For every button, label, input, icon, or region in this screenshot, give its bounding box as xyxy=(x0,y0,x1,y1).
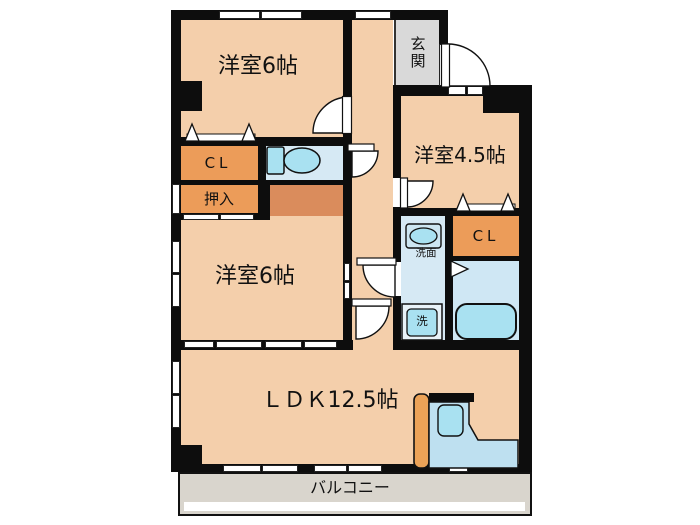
door-leaf-washroom xyxy=(356,257,397,266)
window-left-bedroom-mid-1 xyxy=(172,241,180,273)
wall-bedroom-right-bottom xyxy=(393,208,519,216)
wall-closet-right-bottom xyxy=(453,256,519,261)
bedroom-mid-sliding-door-1 xyxy=(344,263,350,281)
bathtub-icon xyxy=(455,303,517,340)
washer-icon xyxy=(406,308,438,337)
wall-pillar-bedroom-top xyxy=(181,81,202,111)
window-left-bedroom-mid-2 xyxy=(172,274,180,307)
door-arc-ldk xyxy=(355,305,390,340)
ldk-label: ＬＤＫ12.5帖 xyxy=(261,388,399,413)
closet-left-label: CL xyxy=(204,153,232,172)
oshiire-floor xyxy=(181,185,258,213)
door-arc-bedroom-right xyxy=(406,180,434,208)
wall-entrance-bottom xyxy=(393,85,448,96)
bedroom-mid-floor xyxy=(181,216,343,340)
wall-hall-washroom-lower xyxy=(393,296,401,348)
door-leaf-entrance xyxy=(440,43,451,88)
wall-top-exterior xyxy=(171,10,448,20)
wall-notch-bedroom-right xyxy=(483,96,526,113)
entrance-floor xyxy=(394,20,439,85)
washstand-basin-icon xyxy=(409,227,438,245)
closet-right-label: CL xyxy=(472,226,500,245)
window-ldk-bottom-1 xyxy=(223,465,261,472)
wall-wet-area-bottom xyxy=(393,340,519,350)
entrance-label: 玄関 xyxy=(408,36,427,70)
door-arc-entrance xyxy=(447,43,491,87)
door-arc-toilet xyxy=(351,150,379,178)
wall-closet-toilet-divider xyxy=(258,142,266,184)
bedroom-mid-label: 洋室6帖 xyxy=(215,264,295,289)
bedroom-top-label: 洋室6帖 xyxy=(218,54,298,79)
wall-center-vertical xyxy=(343,133,352,341)
closet-left-fold-marker-2 xyxy=(241,122,257,142)
wall-oshiire-right-block xyxy=(258,180,270,220)
closet-right-fold-marker-1 xyxy=(455,192,471,212)
wall-entrance-right-upper xyxy=(439,10,448,46)
closet-left-floor xyxy=(181,146,258,180)
window-ldk-bottom-2 xyxy=(262,465,298,472)
door-leaf-toilet xyxy=(347,143,375,152)
door-leaf-ldk xyxy=(351,298,392,307)
wall-right-exterior xyxy=(519,96,532,472)
window-left-ldk-1 xyxy=(172,361,180,394)
bedroom-mid-sliding-door-2 xyxy=(344,282,350,299)
wall-topright-exterior xyxy=(439,85,532,96)
window-ldk-bottom-3 xyxy=(314,465,347,472)
wall-hall-washroom-upper xyxy=(393,207,401,262)
ldk-sliding-panel-4 xyxy=(304,341,337,348)
window-top-2 xyxy=(261,11,302,19)
oshiire-sliding-door-2 xyxy=(220,214,254,220)
window-ldk-bottom-4 xyxy=(348,465,382,472)
ldk-sliding-panel-2 xyxy=(216,341,262,348)
wall-washroom-bath-divider xyxy=(445,216,453,343)
door-leaf-bedroom-right xyxy=(399,177,409,209)
oshiire-label: 押入 xyxy=(203,189,234,208)
closet-right-floor xyxy=(453,216,519,256)
bath-door-marker xyxy=(450,259,470,279)
kitchen-counter-top xyxy=(429,393,474,402)
ldk-sliding-panel-3 xyxy=(265,341,302,348)
washer-label: 洗 xyxy=(416,314,428,329)
closet-right-fold-marker-2 xyxy=(500,192,516,212)
wall-bedroom-mid-ldk xyxy=(171,340,353,350)
balcony-label: バルコニー xyxy=(310,478,390,497)
toilet-tank-icon xyxy=(266,146,285,175)
door-leaf-bedroom-top xyxy=(341,95,353,135)
door-arc-washroom xyxy=(362,264,396,298)
washstand-label: 洗面 xyxy=(415,247,437,260)
hallway-ldk-opening xyxy=(353,340,393,350)
bedroom-right-label: 洋室4.5帖 xyxy=(414,143,506,167)
window-left-ldk-2 xyxy=(172,395,180,428)
toilet-bowl-icon xyxy=(283,147,321,174)
window-top-1 xyxy=(219,11,260,19)
wall-hall-bedroomright-upper xyxy=(393,96,401,178)
balcony-inner-strip xyxy=(184,502,525,511)
window-top-hall xyxy=(355,11,391,19)
kitchen-sink-icon xyxy=(437,404,464,437)
wall-pillar-ldk xyxy=(178,445,202,470)
wall-bedroom-top-right-upper xyxy=(343,20,352,97)
alcove-strip xyxy=(270,185,343,216)
wall-bedroom-top-bottom xyxy=(171,137,352,146)
oshiire-sliding-door-1 xyxy=(183,214,219,220)
window-left-oshiire xyxy=(172,184,180,214)
closet-left-fold-marker-1 xyxy=(184,122,200,142)
door-arc-bedroom-top xyxy=(312,96,350,134)
ldk-sliding-panel-1 xyxy=(184,341,214,348)
